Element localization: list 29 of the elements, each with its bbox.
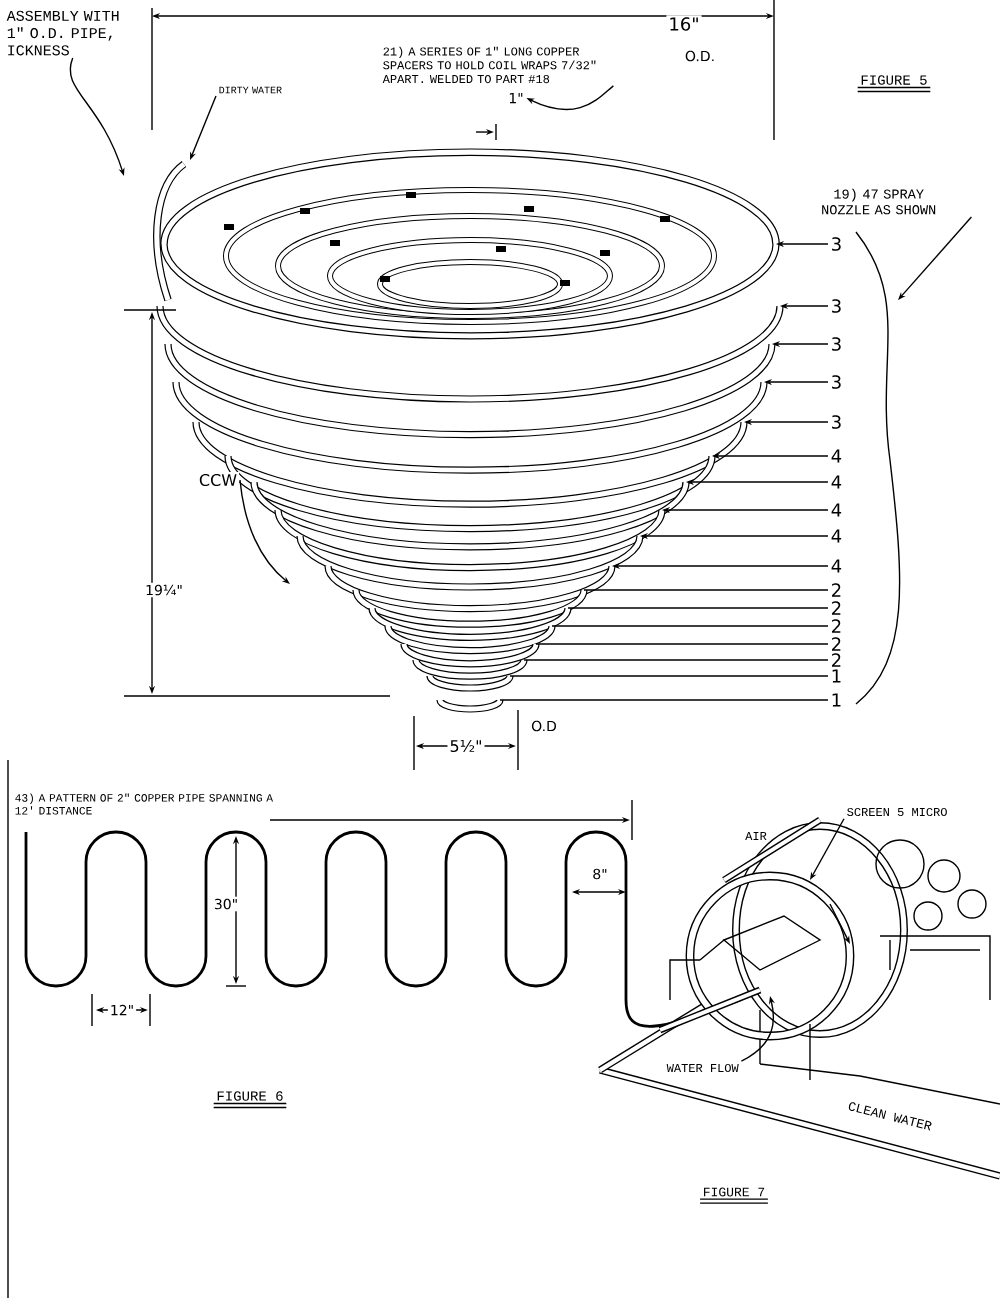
- leader-line: [567, 607, 829, 609]
- callout-number: 2: [832, 601, 841, 615]
- callout-number: 2: [832, 583, 841, 597]
- callout-number: 2: [832, 619, 841, 633]
- leader-line: [499, 699, 829, 701]
- callout-number: 1: [832, 669, 841, 683]
- callout-number: 3: [832, 415, 841, 429]
- leader-line: [583, 589, 829, 591]
- callout-number: 2: [832, 653, 841, 667]
- callout-number: 4: [831, 475, 842, 489]
- leader-line: [509, 675, 829, 677]
- callout-number: 4: [831, 559, 842, 573]
- dimension-label: 5½": [447, 737, 485, 755]
- leader-line: [551, 625, 829, 627]
- callout-number: 4: [831, 503, 842, 517]
- callout-number: 3: [832, 337, 841, 351]
- leader-line: [535, 643, 829, 645]
- callout-number: 4: [831, 449, 842, 463]
- callout-number: 3: [832, 299, 841, 313]
- callout-number: 3: [832, 375, 841, 389]
- brace: [855, 231, 901, 705]
- callout-number: 1: [832, 693, 841, 707]
- callout-number: 2: [832, 637, 841, 651]
- callout-number: 4: [831, 529, 842, 543]
- callout-number: 3: [832, 237, 841, 251]
- leader-line: [898, 216, 973, 300]
- direction-label: CCW: [196, 471, 240, 489]
- dimension-label: 16": [666, 15, 702, 33]
- leader-line: [523, 659, 829, 661]
